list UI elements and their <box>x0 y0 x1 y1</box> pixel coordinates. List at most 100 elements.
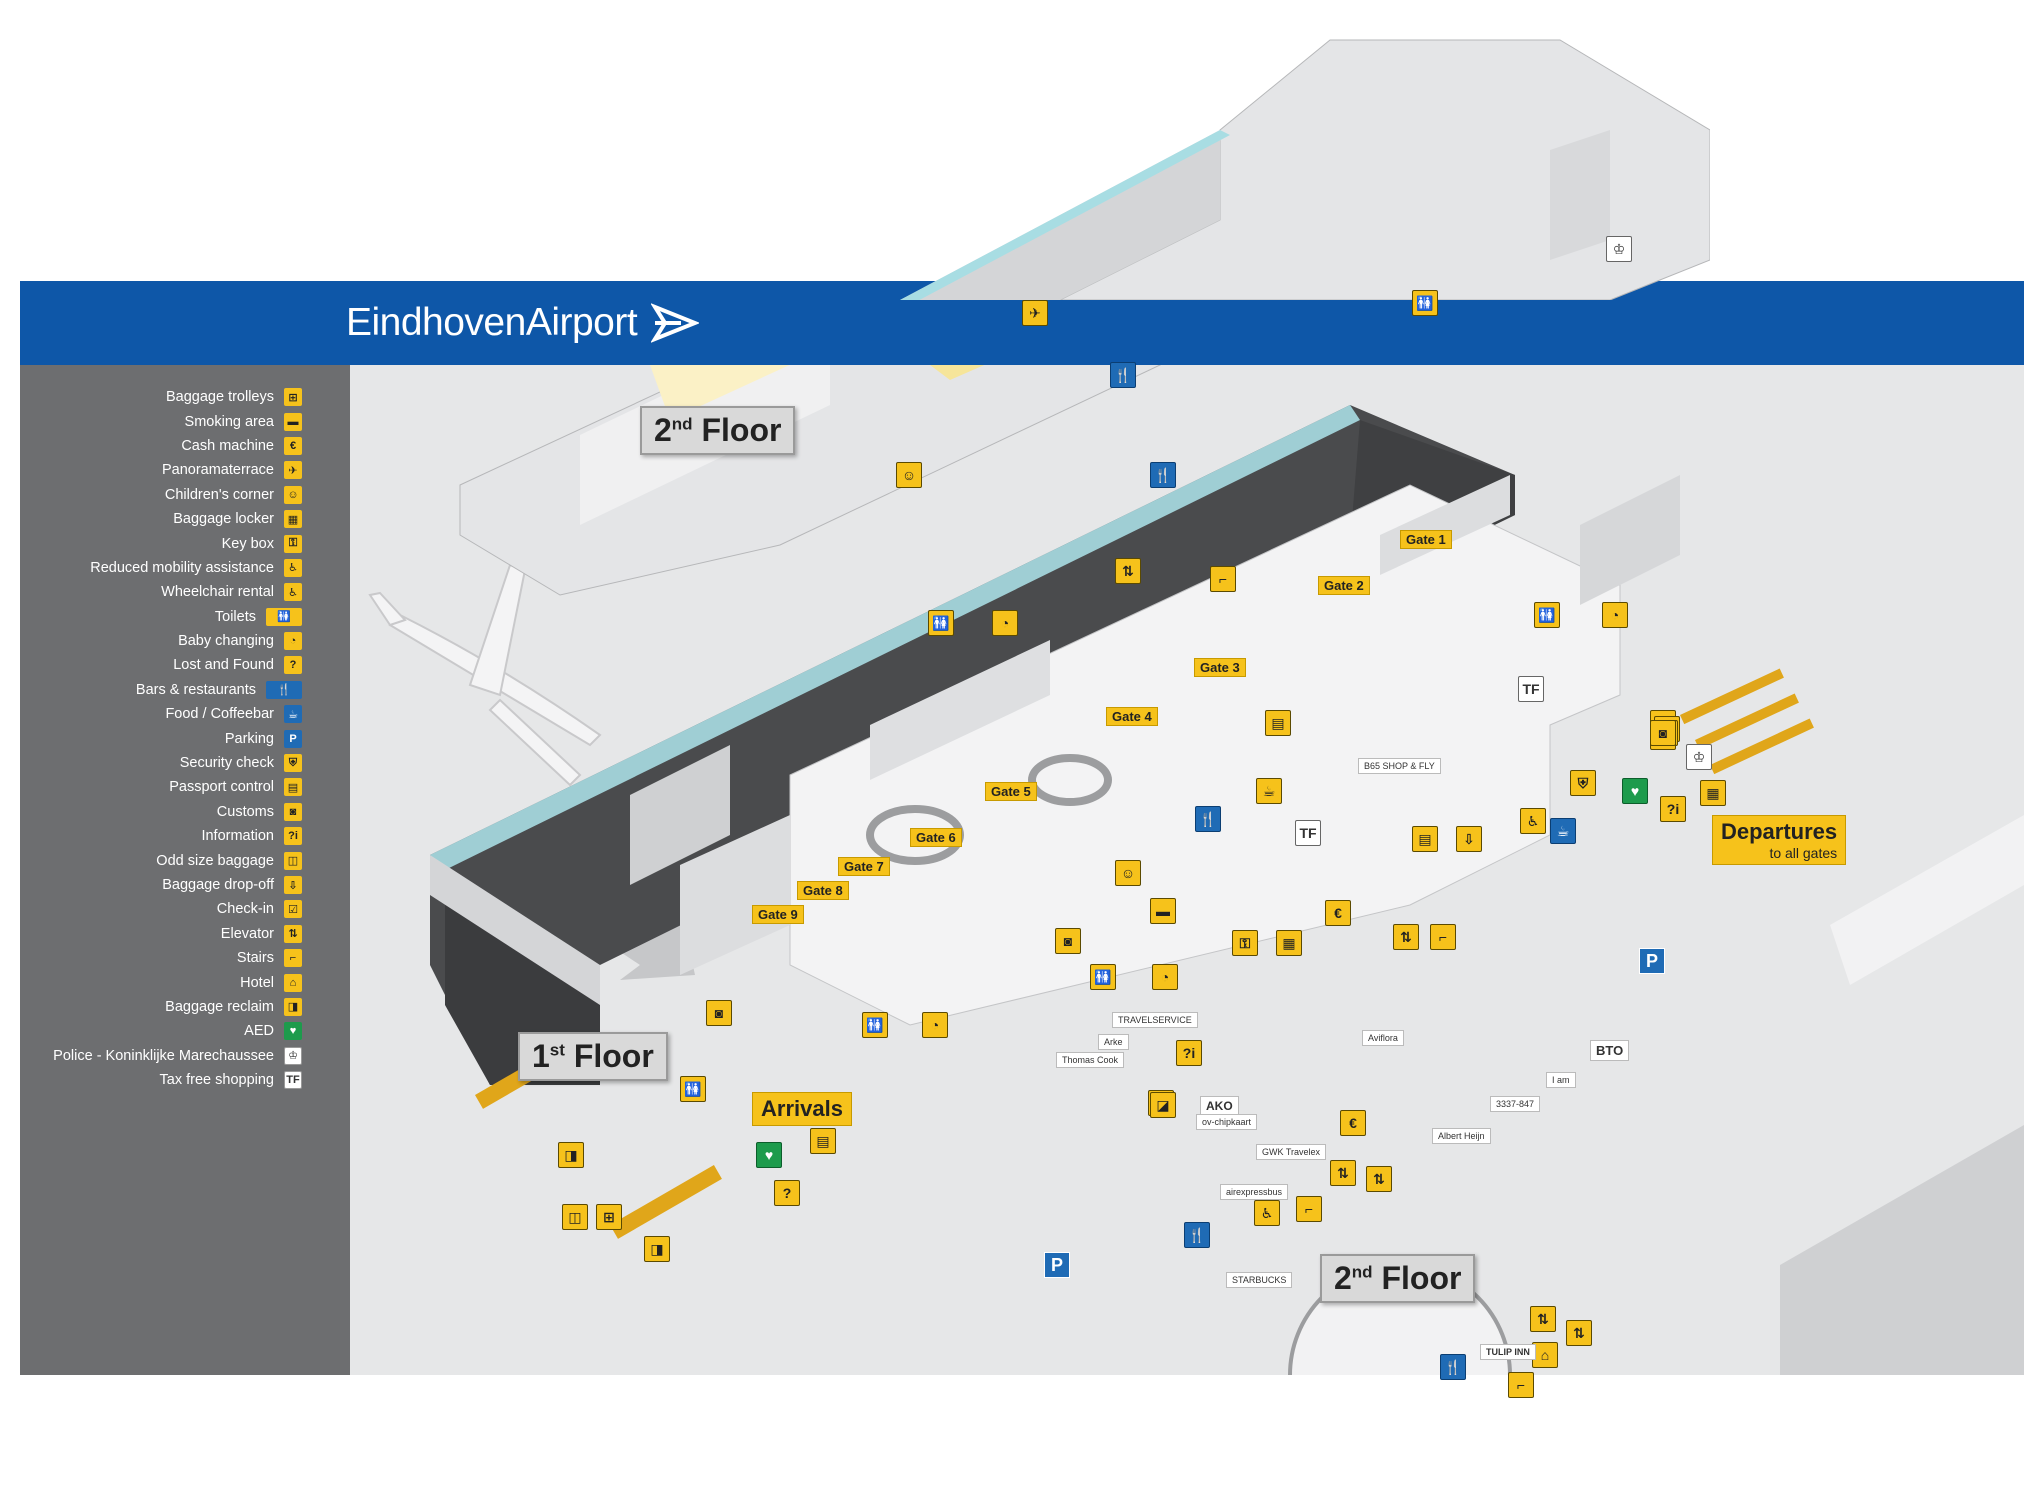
key-box-icon[interactable]: ⚿ <box>1232 930 1258 956</box>
shop-travelservice[interactable]: TRAVELSERVICE <box>1112 1012 1198 1028</box>
toilets-icon[interactable]: 🚻 <box>1534 602 1560 628</box>
police-icon[interactable]: ♔ <box>1606 236 1632 262</box>
lost-found-icon[interactable]: ? <box>774 1180 800 1206</box>
shop-albertheijn[interactable]: Albert Heijn <box>1432 1128 1491 1144</box>
information-icon[interactable]: ?i <box>1176 1040 1202 1066</box>
legend-label: Wheelchair rental <box>161 584 274 601</box>
tax-free-icon[interactable]: TF <box>1295 820 1321 846</box>
elevator-icon[interactable]: ⇅ <box>1530 1306 1556 1332</box>
shop-iam[interactable]: I am <box>1546 1072 1576 1088</box>
baggage-drop-icon[interactable]: ⇩ <box>1456 826 1482 852</box>
departures-label[interactable]: Departures to all gates <box>1712 815 1847 865</box>
shop-ovchipkaart[interactable]: ov-chipkaart <box>1196 1114 1258 1130</box>
restaurant-icon[interactable]: 🍴 <box>1184 1222 1210 1248</box>
gate-9-label[interactable]: Gate 9 <box>752 905 804 924</box>
shop-aviflora[interactable]: Aviflora <box>1362 1030 1404 1046</box>
hotel-icon[interactable]: ⌂ <box>1532 1342 1558 1368</box>
brand[interactable]: EindhovenAirport <box>346 298 700 348</box>
stairs-icon[interactable]: ⌐ <box>1430 924 1456 950</box>
gate-5-label[interactable]: Gate 5 <box>985 782 1037 801</box>
wheelchair-rental-icon[interactable]: ♿ <box>1254 1200 1280 1226</box>
parking-sign[interactable]: P <box>1044 1252 1070 1278</box>
smoking-icon[interactable]: ▬ <box>1150 898 1176 924</box>
taxi-icon[interactable]: ◪ <box>1150 1092 1176 1118</box>
customs-icon[interactable]: ◙ <box>1055 928 1081 954</box>
police-icon[interactable]: ♔ <box>1686 744 1712 770</box>
legend-item: Wheelchair rental♿ <box>53 580 302 604</box>
terminal-map[interactable] <box>350 365 2024 1375</box>
restaurant-icon[interactable]: 🍴 <box>1440 1354 1466 1380</box>
passport-icon[interactable]: ▤ <box>810 1128 836 1154</box>
gate-2-label[interactable]: Gate 2 <box>1318 576 1370 595</box>
baggage-trolley-icon[interactable]: ⊞ <box>596 1204 622 1230</box>
panorama-icon[interactable]: ✈ <box>1022 300 1048 326</box>
shop-starbucks[interactable]: STARBUCKS <box>1226 1272 1293 1288</box>
legend-label: Panoramaterrace <box>161 462 274 479</box>
arrivals-label[interactable]: Arrivals <box>752 1092 852 1126</box>
coffee-icon[interactable]: ☕ <box>1256 778 1282 804</box>
baby-changing-icon[interactable]: ◔ <box>992 610 1018 636</box>
lost-found-icon[interactable]: ?i <box>1660 796 1686 822</box>
odd-baggage-icon[interactable]: ◫ <box>562 1204 588 1230</box>
reduced-mobility-icon[interactable]: ♿ <box>1520 808 1546 834</box>
gate-7-label[interactable]: Gate 7 <box>838 857 890 876</box>
legend-item: AED♥ <box>53 1019 302 1043</box>
toilets-icon[interactable]: 🚻 <box>680 1076 706 1102</box>
gate-4-label[interactable]: Gate 4 <box>1106 707 1158 726</box>
stairs-icon[interactable]: ⌐ <box>1296 1196 1322 1222</box>
toilets-icon[interactable]: 🚻 <box>1090 964 1116 990</box>
toilets-icon[interactable]: 🚻 <box>928 610 954 636</box>
aed-icon[interactable]: ♥ <box>756 1142 782 1168</box>
gate-1-label[interactable]: Gate 1 <box>1400 530 1452 549</box>
legend-item: Police - Koninklijke Marechaussee♔ <box>53 1044 302 1068</box>
passport-icon[interactable]: ▤ <box>1265 710 1291 736</box>
stairs-icon[interactable]: ⌐ <box>1210 566 1236 592</box>
cash-machine-icon[interactable]: € <box>1325 900 1351 926</box>
floor-word: Floor <box>573 1038 654 1074</box>
shop-airexpress[interactable]: airexpressbus <box>1220 1184 1289 1200</box>
elevator-icon[interactable]: ⇅ <box>1393 924 1419 950</box>
aed-icon[interactable]: ♥ <box>1622 778 1648 804</box>
shop-lounge[interactable]: 3337-847 <box>1490 1096 1541 1112</box>
baby-changing-icon[interactable]: ◔ <box>922 1012 948 1038</box>
baby-changing-icon[interactable]: ◔ <box>1602 602 1628 628</box>
shop-arke[interactable]: Arke <box>1098 1034 1129 1050</box>
tax-free-icon[interactable]: TF <box>1518 676 1544 702</box>
shop-tulip-inn[interactable]: TULIP INN <box>1480 1344 1536 1360</box>
gate-3-label[interactable]: Gate 3 <box>1194 658 1246 677</box>
restaurant-icon[interactable]: 🍴 <box>1110 362 1136 388</box>
shop-ako[interactable]: AKO <box>1200 1096 1239 1116</box>
legend-item: Cash machine€ <box>53 434 302 458</box>
toilets-icon[interactable]: 🚻 <box>1412 290 1438 316</box>
children-icon[interactable]: ☺ <box>896 462 922 488</box>
cash-machine-icon[interactable]: € <box>1340 1110 1366 1136</box>
shop-gwk[interactable]: GWK Travelex <box>1256 1144 1327 1160</box>
customs-icon[interactable]: ◙ <box>706 1000 732 1026</box>
elevator-icon[interactable]: ⇅ <box>1330 1160 1356 1186</box>
toilets-icon[interactable]: 🚻 <box>862 1012 888 1038</box>
elevator-icon[interactable]: ⇅ <box>1566 1320 1592 1346</box>
baggage-locker-icon[interactable]: ▦ <box>1700 780 1726 806</box>
brand-name: EindhovenAirport <box>346 301 638 344</box>
baby-changing-icon[interactable]: ◔ <box>1152 964 1178 990</box>
baggage-locker-icon[interactable]: ▦ <box>1276 930 1302 956</box>
coffee-icon[interactable]: ☕ <box>1550 818 1576 844</box>
baggage-reclaim-icon[interactable]: ◨ <box>558 1142 584 1168</box>
stairs-icon[interactable]: ⌐ <box>1508 1372 1534 1398</box>
children-icon[interactable]: ☺ <box>1115 860 1141 886</box>
shop-b65[interactable]: B65 SHOP & FLY <box>1358 758 1441 774</box>
customs-icon[interactable]: ◙ <box>1650 720 1676 746</box>
restaurant-icon[interactable]: 🍴 <box>1150 462 1176 488</box>
baggage-reclaim-icon[interactable]: ◨ <box>644 1236 670 1262</box>
shop-bto[interactable]: BTO <box>1590 1040 1630 1061</box>
shop-thomascook[interactable]: Thomas Cook <box>1056 1052 1125 1068</box>
restaurant-icon[interactable]: 🍴 <box>1195 806 1221 832</box>
elevator-icon[interactable]: ⇅ <box>1115 558 1141 584</box>
legend-label: Police - Koninklijke Marechaussee <box>53 1047 274 1064</box>
gate-8-label[interactable]: Gate 8 <box>797 881 849 900</box>
security-icon[interactable]: ⛨ <box>1570 770 1596 796</box>
gate-6-label[interactable]: Gate 6 <box>910 828 962 847</box>
parking-sign[interactable]: P <box>1639 948 1665 974</box>
passport-icon[interactable]: ▤ <box>1412 826 1438 852</box>
elevator-icon[interactable]: ⇅ <box>1366 1166 1392 1192</box>
